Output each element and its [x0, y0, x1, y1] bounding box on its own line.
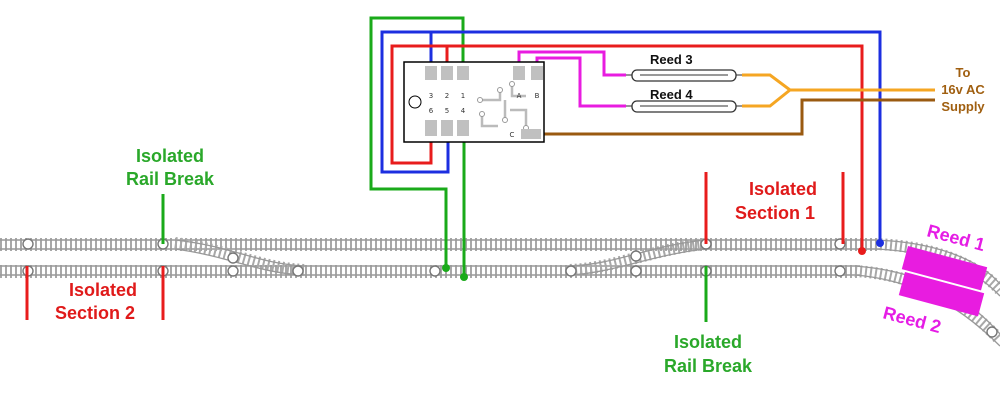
orange-wire-reed4: [742, 88, 791, 108]
rail-break-right-line1: Isolated: [674, 332, 742, 352]
relay-board: 3 2 1 6 5 4 A B C: [403, 61, 545, 143]
rail-break-right-line2: Rail Break: [664, 356, 753, 376]
section2-line2: Section 2: [55, 303, 135, 323]
red-wire: [445, 44, 864, 250]
blue-wire-pin5: [380, 30, 450, 174]
reed-1-label: Reed 1: [925, 221, 987, 256]
terminal-pins-bottom: [425, 120, 541, 139]
reed-magnets: [898, 246, 988, 317]
pin-3-label: 3: [429, 92, 433, 100]
supply-line1: To: [956, 65, 971, 80]
pin-6-label: 6: [429, 107, 434, 115]
pin-1-label: 1: [461, 92, 465, 100]
pin-5-label: 5: [445, 107, 449, 115]
orange-wire-reed3: [742, 73, 935, 92]
right-crossover: [569, 238, 706, 276]
rail-break-left-line2: Rail Break: [126, 169, 215, 189]
pin-c-label: C: [510, 131, 515, 139]
green-wire: [369, 16, 465, 267]
reed-4-label: Reed 4: [650, 87, 693, 102]
wires: [369, 16, 935, 276]
red-wire-pin6: [390, 44, 447, 165]
magenta-wire-b: [535, 56, 626, 108]
magenta-wire-a: [517, 50, 626, 77]
track-layout: [0, 237, 1000, 347]
reed-3-label: Reed 3: [650, 52, 693, 67]
isolation-markers: [25, 172, 845, 322]
section1-line2: Section 1: [735, 203, 815, 223]
reed-switch-3: [626, 69, 742, 82]
left-crossover: [174, 237, 306, 276]
section2-line1: Isolated: [69, 280, 137, 300]
rail-joiners: [22, 238, 998, 338]
supply-line3: Supply: [941, 99, 985, 114]
reed-magnet-1: [901, 246, 988, 291]
rail-break-left-line1: Isolated: [136, 146, 204, 166]
brown-wire: [537, 98, 935, 136]
terminal-pins-top: [425, 66, 543, 80]
board-mounting-hole: [408, 95, 422, 109]
reed-2-label: Reed 2: [881, 303, 943, 338]
pin-2-label: 2: [445, 92, 449, 100]
supply-line2: 16v AC: [941, 82, 985, 97]
pin-b-label: B: [535, 92, 540, 100]
wire-terminals: [442, 239, 884, 281]
section1-line1: Isolated: [749, 179, 817, 199]
reed-switch-4: [626, 100, 742, 113]
pin-a-label: A: [517, 92, 522, 100]
blue-wire: [429, 30, 882, 242]
pin-4-label: 4: [461, 107, 466, 115]
reed-switches: [626, 69, 742, 113]
reed-magnet-2: [898, 272, 985, 317]
